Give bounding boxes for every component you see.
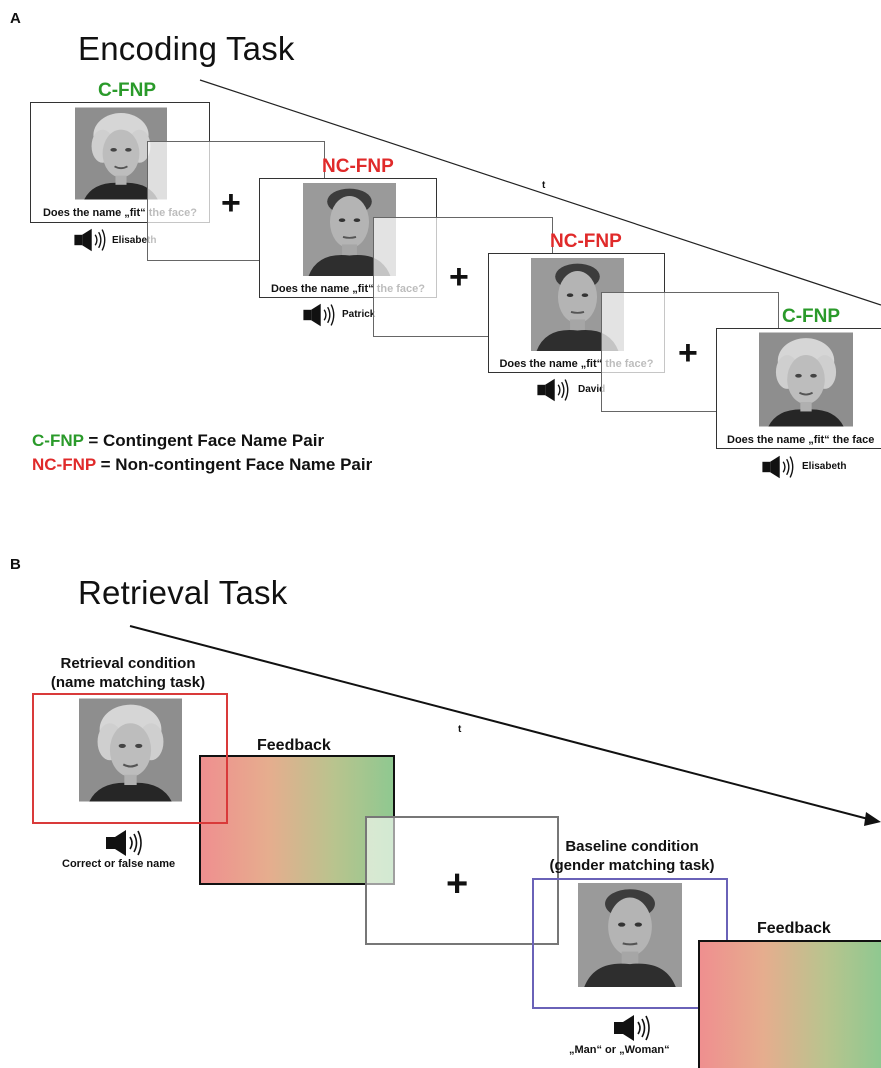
baseline-audio-label: „Man“ or „Woman“ [569,1044,670,1056]
speaker-icon [535,377,571,403]
feedback-1-title: Feedback [257,737,331,754]
fixation-cross-2: + [449,258,469,296]
retrieval-frame-overlay [32,693,228,824]
legend-row-c-fnp: C-FNP = Contingent Face Name Pair [32,431,324,451]
timeline-a-label: t [542,180,546,191]
baseline-condition-line2: (gender matching task) [549,857,715,874]
legend-text-nc-fnp: = Non-contingent Face Name Pair [95,455,373,474]
trial-4-question: Does the name „fit“ the face [727,434,875,446]
fixation-cross-b: + [446,863,469,905]
trial-2-name: Patrick [342,309,376,320]
speaker-icon [301,302,337,328]
young-man-face [578,883,682,987]
trial-3-name: David [578,384,606,395]
fixation-cross-3: + [678,334,698,372]
baseline-condition-line1: Baseline condition [565,838,699,855]
trial-2-condition: NC-FNP [322,156,394,177]
feedback-2-title: Feedback [757,920,831,937]
speaker-icon [104,828,144,858]
legend-text-c-fnp: = Contingent Face Name Pair [83,431,325,450]
legend-row-nc-fnp: NC-FNP = Non-contingent Face Name Pair [32,455,372,475]
speaker-icon [612,1013,652,1043]
trial-1-name: Elisabeth [112,235,157,246]
feedback-screen-1 [199,755,395,885]
retrieval-audio-label: Correct or false name [62,858,176,870]
trial-1-condition: C-FNP [98,80,157,101]
panel-a-letter: A [10,10,21,27]
trial-4-condition: C-FNP [782,306,841,327]
speaker-icon [760,454,796,480]
trial-4-name: Elisabeth [802,461,847,472]
fixation-screen-b [365,816,559,945]
trial-4-screen: Does the name „fit“ the face [716,328,881,449]
panel-b-letter: B [10,556,21,573]
legend-abbr-nc-fnp: NC-FNP [32,455,96,474]
trial-3-condition: NC-FNP [550,231,622,252]
feedback-screen-2 [698,940,881,1068]
baseline-condition-title: Baseline condition (gender matching task… [534,837,730,875]
timeline-a-line [199,79,881,306]
retrieval-condition-title: Retrieval condition (name matching task) [30,654,226,692]
retrieval-condition-line2: (name matching task) [50,674,206,691]
speaker-icon [72,227,108,253]
timeline-b-arrow [129,625,881,826]
legend-abbr-c-fnp: C-FNP [32,431,84,450]
encoding-task-title: Encoding Task [78,30,295,67]
timeline-b-label: t [458,724,462,735]
retrieval-task-title: Retrieval Task [78,574,288,611]
fixation-cross-1: + [221,184,241,222]
retrieval-condition-line1: Retrieval condition [60,655,196,672]
elderly-woman-face [759,332,853,427]
